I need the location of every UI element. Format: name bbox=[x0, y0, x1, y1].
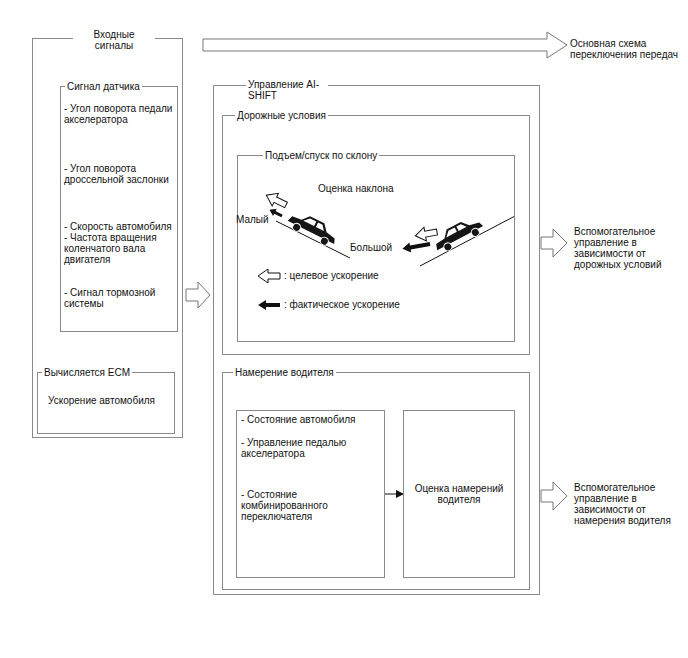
box-text: - Состояние автомобиля bbox=[241, 414, 380, 425]
box-text: - Угол поворота педали акселератора bbox=[64, 103, 174, 125]
output-label: Вспомогательное управление в зависимости… bbox=[574, 226, 682, 270]
box-text: - Управление педалью акселератора bbox=[241, 437, 380, 459]
box-heading: Намерение водителя bbox=[233, 367, 336, 378]
legend-sample bbox=[258, 300, 280, 310]
slope-line bbox=[420, 216, 515, 266]
scene-label: Малый bbox=[236, 214, 269, 225]
box-heading: Управление AI-SHIFT bbox=[246, 79, 328, 101]
box-heading: Сигнал датчика bbox=[65, 81, 142, 92]
target-arrow bbox=[263, 189, 289, 211]
estimate-box: Оценка намерений водителя bbox=[403, 410, 515, 578]
actual-arrow bbox=[402, 239, 431, 254]
box-text: Оценка намерений водителя bbox=[408, 483, 510, 505]
box-heading: Подъем/спуск по склону bbox=[263, 150, 379, 161]
output-arrow bbox=[541, 482, 567, 510]
sensor-box: Сигнал датчика- Угол поворота педали акс… bbox=[60, 86, 178, 332]
actual-arrow bbox=[268, 206, 284, 219]
legend-text: : целевое ускорение bbox=[284, 270, 379, 281]
box-heading: Входные сигналы bbox=[73, 29, 155, 51]
road-box: Дорожные условияПодъем/спуск по склону bbox=[222, 115, 530, 355]
box-text: - Скорость автомобиля bbox=[64, 221, 174, 232]
ai-shift-box: Управление AI-SHIFTДорожные условияПодъе… bbox=[213, 85, 540, 595]
input-arrow bbox=[186, 282, 210, 308]
ecm-box: Вычисляется ECMУскорение автомобиля bbox=[37, 372, 175, 434]
target-arrow bbox=[414, 225, 438, 243]
state-box: - Состояние автомобиля - Управление педал… bbox=[236, 410, 385, 578]
scene-label: Оценка наклона bbox=[318, 183, 394, 194]
box-text: - Сигнал тормозной системы bbox=[64, 287, 174, 309]
output-arrow bbox=[541, 229, 567, 257]
box-heading: Вычисляется ECM bbox=[42, 367, 132, 378]
box-text: Ускорение автомобиля bbox=[48, 395, 164, 406]
box-text: - Частота вращения коленчатого вала двиг… bbox=[64, 232, 174, 265]
box-heading: Дорожные условия bbox=[235, 110, 328, 121]
input-group: Входные сигналыСигнал датчика- Угол пово… bbox=[32, 38, 183, 438]
main-arrow bbox=[203, 32, 567, 58]
output-label: Основная схема переключения передач bbox=[570, 38, 682, 60]
output-label: Вспомогательное управление в зависимости… bbox=[574, 482, 682, 526]
box-text: - Состояние комбинированного переключате… bbox=[241, 489, 380, 522]
scene-label: Большой bbox=[350, 242, 392, 253]
legend-sample bbox=[258, 269, 280, 283]
box-text: - Угол поворота дроссельной заслонки bbox=[64, 163, 174, 185]
legend-text: : фактическое ускорение bbox=[284, 299, 400, 310]
intent-box: Намерение водителя- Состояние автомобиля… bbox=[222, 372, 530, 590]
connector-arrow bbox=[385, 494, 403, 495]
